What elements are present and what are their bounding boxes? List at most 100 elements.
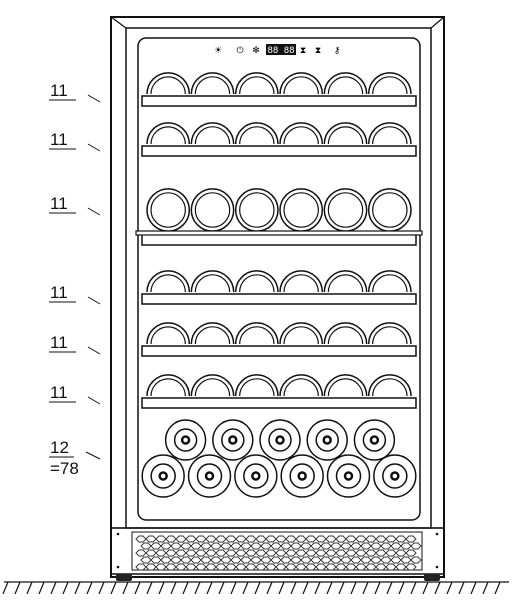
grille-slot bbox=[365, 563, 377, 571]
grille-slot bbox=[380, 542, 392, 550]
grille-slot bbox=[345, 563, 357, 571]
power-icon: ⏻ bbox=[236, 45, 243, 56]
grille-slot bbox=[230, 556, 242, 564]
bottle-top-inner bbox=[283, 326, 319, 345]
grille-slot bbox=[285, 535, 297, 543]
grille-slot bbox=[295, 563, 307, 571]
bottle-top bbox=[190, 322, 235, 345]
bottle-top-inner bbox=[194, 326, 231, 345]
hatch-mark bbox=[374, 581, 381, 595]
grille-slot bbox=[295, 549, 307, 557]
base-screw-right bbox=[435, 532, 439, 536]
rack-bottle-center bbox=[158, 471, 168, 481]
rack-bottle bbox=[280, 454, 324, 498]
grille-slot bbox=[325, 563, 337, 571]
hatch-mark bbox=[62, 581, 69, 595]
bottle-top-inner bbox=[372, 126, 408, 145]
bottle-top bbox=[234, 374, 279, 397]
grille-slot bbox=[370, 556, 382, 564]
foot-left bbox=[116, 574, 132, 581]
rack-bottle-punt bbox=[243, 463, 269, 489]
grille-slot bbox=[255, 535, 267, 543]
grille-slot bbox=[165, 563, 177, 571]
hatch-mark bbox=[74, 581, 81, 595]
grille-slot bbox=[195, 563, 207, 571]
hatch-mark bbox=[290, 581, 297, 595]
grille-slot bbox=[335, 535, 347, 543]
grille-slot bbox=[210, 542, 222, 550]
bottle-base-inner bbox=[283, 192, 319, 228]
shelf-callout-label: 11 bbox=[50, 283, 68, 302]
bottle-top-inner bbox=[327, 274, 364, 293]
rack-bottle-center bbox=[275, 435, 285, 445]
grille-slot bbox=[265, 549, 277, 557]
grille-slot bbox=[315, 535, 327, 543]
grille-slot bbox=[140, 556, 152, 564]
grille-slot bbox=[285, 549, 297, 557]
grille-slot bbox=[360, 542, 372, 550]
rack-bottle-punt bbox=[268, 428, 292, 452]
bottle-base bbox=[323, 188, 368, 232]
bottle-top-inner bbox=[150, 126, 186, 145]
rack-bottle-center bbox=[297, 471, 307, 481]
grille-slot bbox=[155, 535, 167, 543]
hatch-mark bbox=[14, 581, 21, 595]
bottle-top-inner bbox=[150, 274, 186, 293]
bottle-top bbox=[146, 72, 191, 95]
rack-bottle-center bbox=[390, 471, 400, 481]
grille-slot bbox=[390, 542, 402, 550]
lock-icon: ⚷ bbox=[334, 46, 341, 56]
grille-slot bbox=[325, 549, 337, 557]
rack-bottle-punt bbox=[335, 463, 362, 489]
rack-bottle bbox=[353, 419, 396, 461]
grille-slot bbox=[255, 549, 267, 557]
grille-slot bbox=[320, 542, 332, 550]
hatch-mark bbox=[2, 581, 9, 595]
grille-slot bbox=[215, 563, 227, 571]
hatch-mark bbox=[302, 581, 309, 595]
shelf-bar bbox=[141, 345, 417, 357]
hatch-mark bbox=[482, 581, 489, 595]
grille-slot bbox=[160, 542, 172, 550]
grille-slot bbox=[300, 542, 312, 550]
zone-up-icon: ⧗ bbox=[300, 46, 306, 56]
shelf bbox=[141, 270, 417, 305]
grille-slot bbox=[350, 542, 362, 550]
grille-slot bbox=[205, 535, 217, 543]
bottle-top-inner bbox=[327, 326, 364, 345]
bottle-top-inner bbox=[150, 378, 186, 397]
grille-slot bbox=[170, 556, 182, 564]
grille-slot bbox=[260, 556, 272, 564]
shelf bbox=[141, 72, 417, 107]
hatch-mark bbox=[446, 581, 453, 595]
callout-leader bbox=[87, 143, 101, 152]
grille-slot bbox=[330, 542, 342, 550]
grille-slot bbox=[400, 556, 412, 564]
bottle-top-inner bbox=[239, 274, 275, 293]
bottle-top bbox=[367, 122, 412, 145]
hatch-mark bbox=[158, 581, 165, 595]
grille-slot bbox=[250, 542, 262, 550]
bottle-top-inner bbox=[150, 76, 186, 95]
bottle-top bbox=[234, 72, 279, 95]
shelf-bar bbox=[141, 293, 417, 305]
grille-slot bbox=[145, 535, 157, 543]
grille-slot bbox=[395, 535, 407, 543]
shelf-divider bbox=[135, 230, 423, 236]
hatch-mark bbox=[38, 581, 45, 595]
bottle-top bbox=[146, 374, 191, 397]
bottle-top-inner bbox=[239, 126, 275, 145]
hatch-mark bbox=[26, 581, 33, 595]
bottle-top-inner bbox=[372, 378, 408, 397]
rack-bottle-center bbox=[180, 435, 191, 445]
shelf-callout: 11 bbox=[49, 283, 101, 305]
bottle-top-inner bbox=[194, 274, 231, 293]
grille-slot bbox=[405, 549, 417, 557]
grille-slot bbox=[175, 563, 187, 571]
hatch-mark bbox=[110, 581, 117, 595]
grille-slot bbox=[375, 535, 387, 543]
grille-slot bbox=[220, 556, 232, 564]
grille-slot bbox=[190, 556, 202, 564]
bottle-top bbox=[190, 374, 235, 397]
rack-bottle-punt bbox=[173, 428, 198, 452]
